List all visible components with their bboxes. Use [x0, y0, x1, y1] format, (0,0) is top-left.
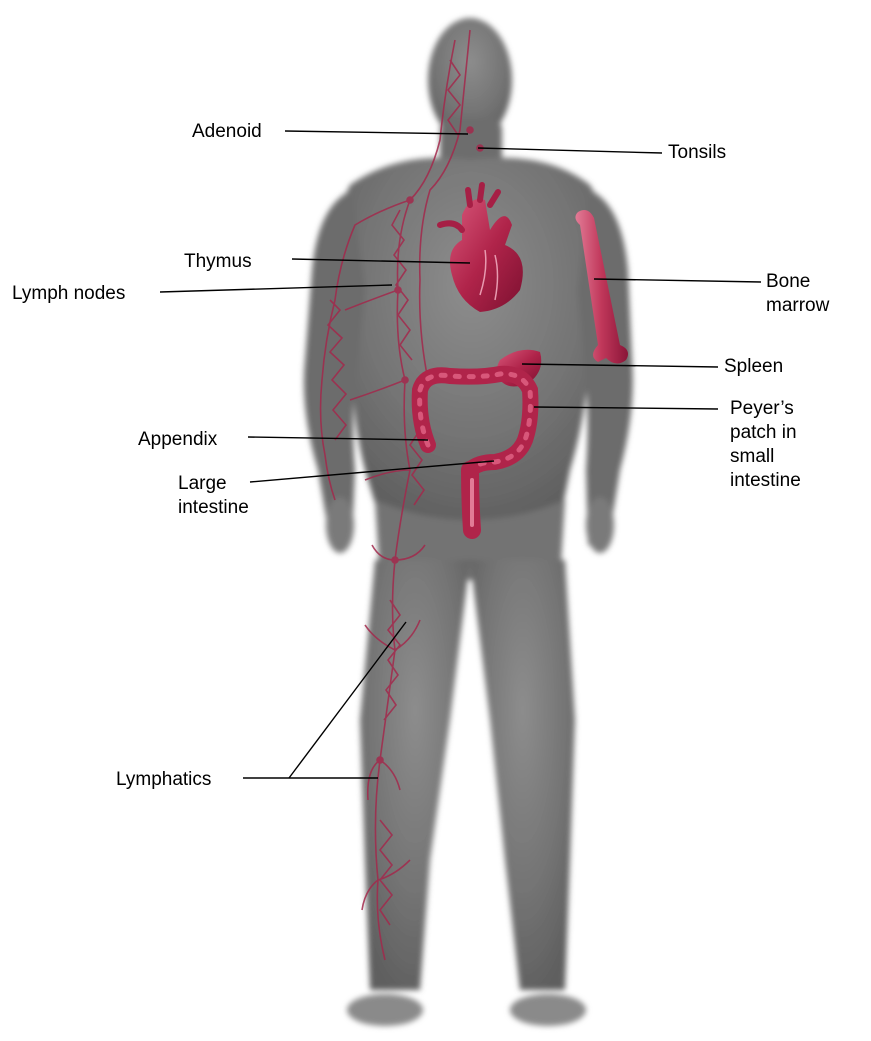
label-lymphatics: Lymphatics	[116, 768, 211, 792]
label-bone-marrow-line-2: marrow	[766, 294, 829, 318]
label-tonsils: Tonsils	[668, 141, 726, 165]
label-large-intestine: Large intestine	[178, 472, 249, 520]
label-peyers-patch-line-2: patch in	[730, 421, 801, 445]
label-large-intestine-line-1: Large	[178, 472, 249, 496]
label-lymph-nodes: Lymph nodes	[12, 282, 125, 306]
label-peyers-patch-line-3: small	[730, 445, 801, 469]
label-bone-marrow-line-1: Bone	[766, 270, 829, 294]
label-large-intestine-line-2: intestine	[178, 496, 249, 520]
label-peyers-patch-line-1: Peyer’s	[730, 397, 801, 421]
label-adenoid: Adenoid	[192, 120, 262, 144]
label-peyers-patch: Peyer’s patch in small intestine	[730, 397, 801, 493]
label-thymus: Thymus	[184, 250, 252, 274]
tonsils-leader-line	[478, 148, 662, 153]
label-peyers-patch-line-4: intestine	[730, 469, 801, 493]
label-appendix: Appendix	[138, 428, 217, 452]
label-bone-marrow: Bone marrow	[766, 270, 829, 318]
label-spleen: Spleen	[724, 355, 783, 379]
